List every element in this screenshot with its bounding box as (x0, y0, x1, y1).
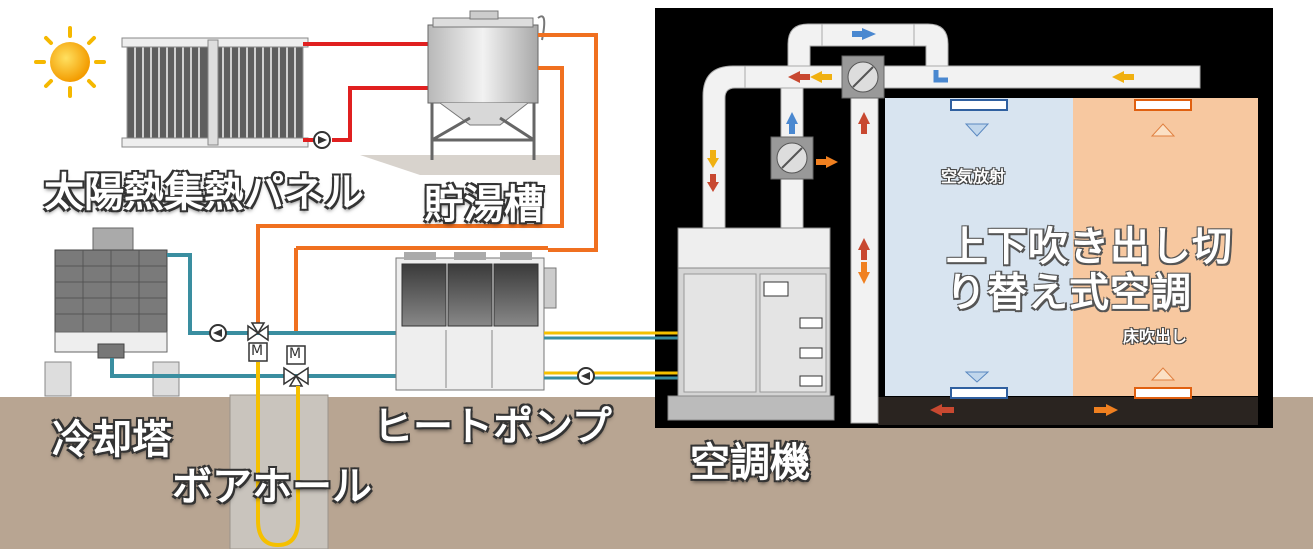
sun-icon (34, 26, 106, 98)
floor-outlet-label: 床吹出し (1123, 327, 1188, 346)
flow-arrows (707, 28, 1176, 416)
borehole-label: ボアホール (172, 464, 372, 510)
warm-pipes (256, 33, 598, 335)
valve-2-marker: M (289, 346, 302, 362)
room-title-line1: 上下吹き出し切 (946, 224, 1233, 270)
valve-1-marker: M (251, 343, 264, 359)
cooling-tower (44, 227, 180, 397)
valve-1 (247, 322, 269, 362)
hot-pipes (303, 42, 428, 142)
heat-pump-label: ヒートポンプ (373, 404, 612, 450)
borehole-shaft (229, 394, 329, 549)
room-title-line2: り替え式空調 (946, 270, 1192, 316)
room-cool-zone (885, 98, 1073, 396)
air-radiation-label: 空気放射 (941, 167, 1006, 186)
air-conditioner (667, 227, 835, 421)
solar-panel (121, 37, 309, 148)
air-conditioner-label: 空調機 (690, 440, 810, 486)
borehole-loop (256, 362, 300, 548)
duct-dampers (770, 55, 885, 180)
storage-tank-label: 貯湯槽 (424, 182, 544, 228)
cooling-tower-label: 冷却塔 (52, 417, 172, 463)
hp-ahu-pipes (544, 331, 678, 380)
valve-2 (283, 345, 309, 387)
heat-pump (395, 252, 557, 391)
vents (950, 99, 1192, 399)
solar-panel-label: 太陽熱集熱パネル (44, 170, 364, 216)
room-warm-zone (1073, 98, 1258, 396)
storage-tank (360, 10, 560, 175)
